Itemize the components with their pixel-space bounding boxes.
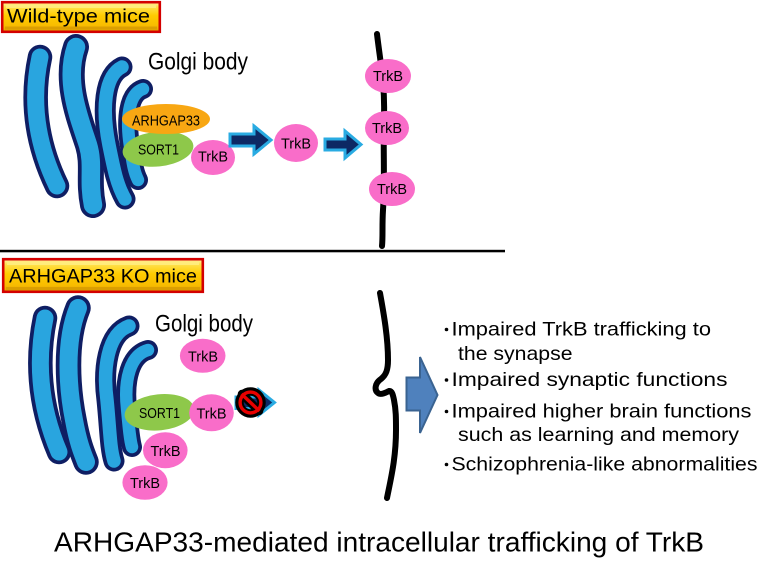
- svg-text:ARHGAP33-mediated intracellula: ARHGAP33-mediated intracellular traffick…: [54, 527, 704, 558]
- svg-text:Impaired TrkB trafficking to: Impaired TrkB trafficking to: [452, 319, 712, 341]
- svg-text:ARHGAP33 KO mice: ARHGAP33 KO mice: [9, 267, 197, 288]
- svg-text:Impaired higher brain function: Impaired higher brain functions: [452, 401, 752, 423]
- svg-text:TrkB: TrkB: [130, 475, 160, 492]
- svg-text:SORT1: SORT1: [139, 405, 180, 422]
- svg-text:SORT1: SORT1: [138, 142, 179, 159]
- svg-text:the synapse: the synapse: [458, 343, 573, 365]
- svg-text:TrkB: TrkB: [372, 120, 402, 137]
- svg-text:TrkB: TrkB: [151, 443, 181, 460]
- svg-text:Schizophrenia-like abnormaliti: Schizophrenia-like abnormalities: [452, 454, 758, 476]
- svg-text:TrkB: TrkB: [377, 181, 407, 198]
- svg-text:TrkB: TrkB: [197, 405, 227, 422]
- svg-text:TrkB: TrkB: [188, 348, 218, 365]
- svg-text:ARHGAP33: ARHGAP33: [132, 113, 200, 130]
- svg-text:Golgi body: Golgi body: [148, 49, 248, 76]
- svg-text:Wild-type mice: Wild-type mice: [7, 7, 150, 28]
- svg-text:Impaired synaptic functions: Impaired synaptic functions: [452, 369, 728, 391]
- svg-text:such as learning and memory: such as learning and memory: [458, 424, 739, 446]
- svg-text:TrkB: TrkB: [281, 136, 311, 153]
- svg-text:TrkB: TrkB: [373, 68, 403, 85]
- svg-text:TrkB: TrkB: [198, 149, 228, 166]
- svg-text:Golgi body: Golgi body: [155, 311, 253, 338]
